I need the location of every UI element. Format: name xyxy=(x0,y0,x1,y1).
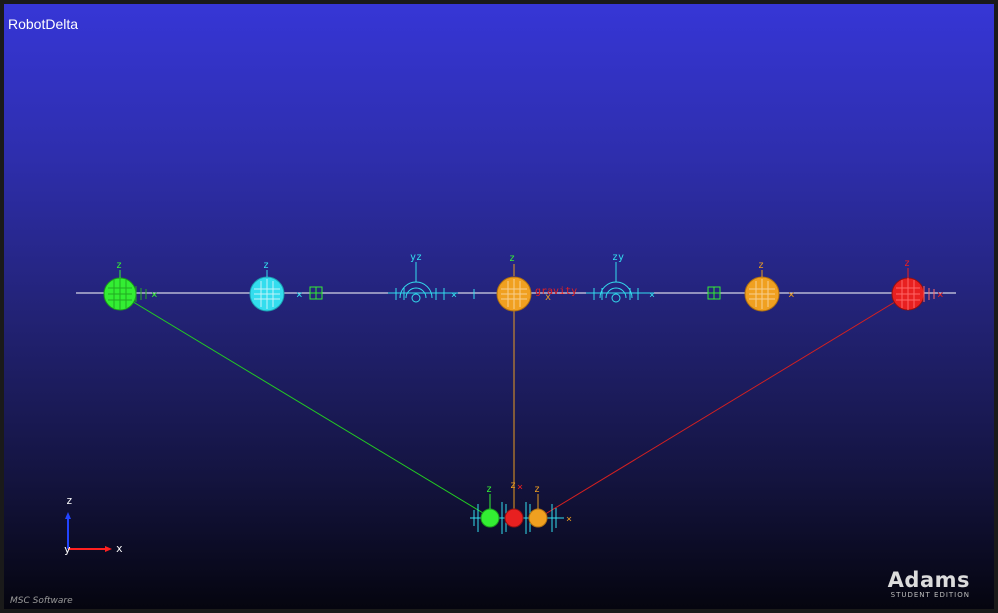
brand-edition: STUDENT EDITION xyxy=(890,591,970,599)
model-name-label: RobotDelta xyxy=(8,16,79,32)
model-scene[interactable]: × z z × yz × xyxy=(4,4,994,609)
svg-text:z: z xyxy=(758,260,764,271)
svg-text:z: z xyxy=(263,260,269,271)
svg-text:z: z xyxy=(486,484,492,495)
triad-y-label: y xyxy=(64,543,71,556)
triad-z-label: z xyxy=(66,494,73,507)
marker-z-label: z xyxy=(116,260,122,271)
triad-x-label: x xyxy=(116,542,123,555)
part-cyan[interactable]: z × xyxy=(249,260,303,312)
link-red[interactable] xyxy=(541,293,909,517)
part-orange-center[interactable]: z gravity x xyxy=(473,253,577,312)
gravity-label: gravity xyxy=(535,286,577,297)
part-base-green[interactable]: × z xyxy=(103,260,158,311)
svg-text:×: × xyxy=(451,290,457,301)
svg-text:z: z xyxy=(510,480,516,491)
svg-text:zy: zy xyxy=(612,252,624,263)
svg-text:x: x xyxy=(545,292,551,303)
brand-product: Adams xyxy=(887,568,970,592)
msc-software-logo: MSC Software xyxy=(10,596,73,606)
adams-logo: Adams STUDENT EDITION xyxy=(888,569,970,599)
svg-text:z: z xyxy=(904,258,910,269)
svg-text:z: z xyxy=(534,484,540,495)
graphics-viewport[interactable]: RobotDelta × z z xyxy=(4,4,994,609)
part-orange-right[interactable]: z × xyxy=(744,260,795,312)
svg-text:×: × xyxy=(566,514,572,525)
svg-text:×: × xyxy=(649,290,655,301)
global-axis-triad: z y x xyxy=(64,494,123,556)
svg-text:×: × xyxy=(296,288,303,301)
link-green[interactable] xyxy=(119,293,489,517)
joint-revolute-left[interactable]: yz × xyxy=(388,252,458,303)
joint-marker-green-left[interactable] xyxy=(309,286,323,300)
svg-text:×: × xyxy=(151,288,158,301)
end-effector[interactable]: z z × z × xyxy=(470,480,572,534)
part-base-red[interactable]: z × xyxy=(891,258,944,311)
svg-text:×: × xyxy=(788,288,795,301)
svg-text:×: × xyxy=(937,288,944,301)
svg-text:yz: yz xyxy=(410,252,422,263)
svg-text:×: × xyxy=(517,482,523,493)
svg-text:z: z xyxy=(509,253,515,264)
joint-revolute-right[interactable]: zy × xyxy=(586,252,655,303)
joint-marker-green-right[interactable] xyxy=(707,286,721,300)
